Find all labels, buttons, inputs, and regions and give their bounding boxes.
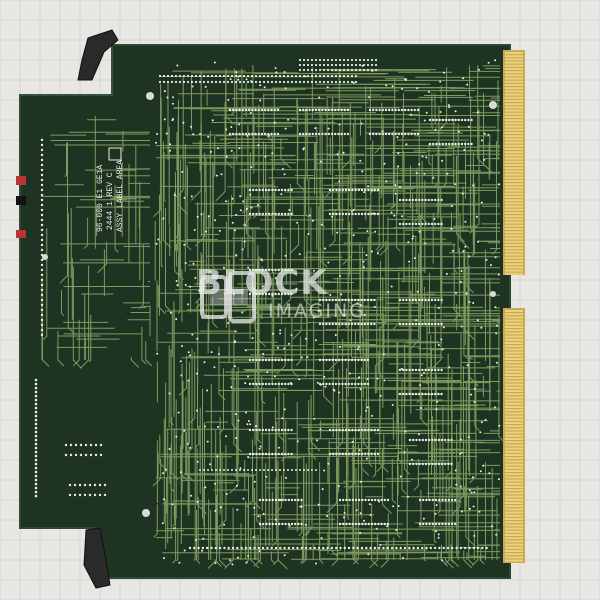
solder-pads <box>34 58 501 566</box>
pcb-board <box>19 44 511 579</box>
silkscreen-logo-box <box>108 147 122 161</box>
mounting-hole <box>146 92 154 100</box>
silk-line-2: 2444 1 REV C <box>106 172 115 230</box>
ejector-handle-bottom <box>83 527 111 589</box>
mounting-hole <box>490 291 496 297</box>
silkscreen-rev: 2444 1 REV C <box>106 172 115 230</box>
watermark-subtitle: IMAGING <box>268 300 366 322</box>
block-imaging-logo-icon <box>200 271 256 323</box>
silkscreen-assy: ASSY LABEL AREA <box>116 160 125 232</box>
mounting-hole <box>42 254 48 260</box>
silk-line-1: 96-000 E1 GE1A <box>96 164 105 232</box>
ejector-handle-top <box>77 29 119 81</box>
silk-line-3: ASSY LABEL AREA <box>116 159 125 232</box>
watermark-brand: BLOCK <box>196 263 328 303</box>
mounting-hole <box>489 101 497 109</box>
silkscreen-part-number: 96-000 E1 GE1A <box>96 165 105 232</box>
red-connector-bottom <box>16 230 26 238</box>
pcb-board-left-tab <box>20 45 113 96</box>
mounting-hole <box>142 509 150 517</box>
red-connector-top <box>16 176 26 185</box>
edge-connector-bottom <box>503 308 525 563</box>
black-connector <box>16 196 26 205</box>
edge-connector-top <box>503 50 525 275</box>
